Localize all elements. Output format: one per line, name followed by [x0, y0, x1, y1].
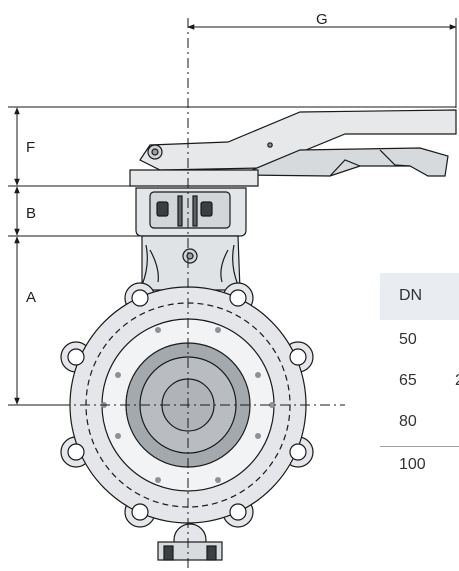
dn-row-3: 80 [399, 413, 417, 430]
dimension-f: F [14, 107, 35, 186]
dn-row-1: 50 [399, 331, 417, 348]
dimension-a: A [14, 236, 36, 405]
dimension-a-label: A [26, 289, 36, 306]
mounting-bracket [135, 187, 247, 237]
dn-row-4: 100 [399, 456, 426, 473]
dimension-b-label: B [26, 205, 36, 222]
valve-neck [141, 235, 241, 291]
dn-row-2: 65 [399, 372, 417, 389]
dn-column-header: DN [399, 287, 423, 304]
lever-handle [139, 109, 457, 177]
centre-lines [40, 18, 345, 571]
dn-table-header-row [380, 273, 459, 320]
dimension-g: G [187, 11, 457, 108]
table-divider [380, 446, 459, 447]
dn-row-2-next-cell: 2 [455, 372, 459, 390]
dimension-f-label: F [26, 139, 35, 156]
top-plate [129, 169, 259, 187]
dimension-g-label: G [316, 11, 328, 28]
dimension-b: B [14, 186, 36, 236]
